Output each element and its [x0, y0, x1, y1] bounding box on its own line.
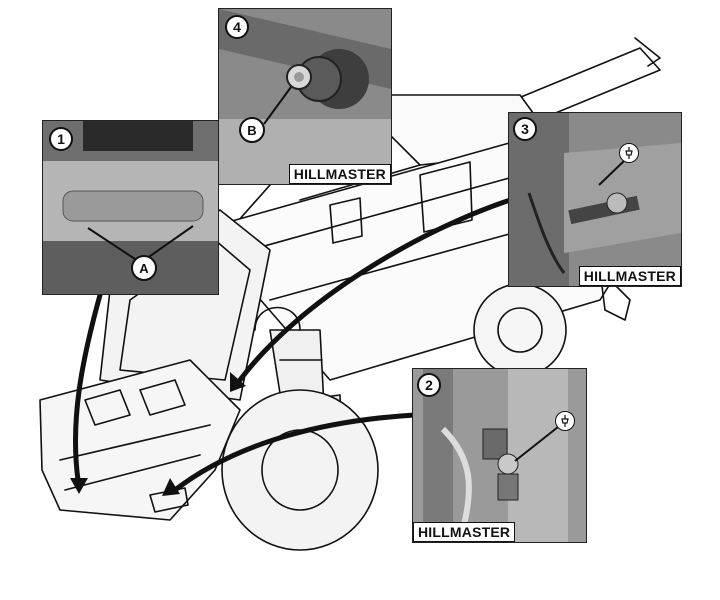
- hillmaster-label: HILLMASTER: [578, 266, 681, 286]
- inset-3-photo-image: [509, 113, 681, 286]
- leader-line-1: [72, 292, 103, 483]
- leader-line-3: [237, 197, 513, 383]
- callout-a: A: [131, 255, 157, 281]
- inset-number-badge: 1: [49, 127, 73, 151]
- inset-photo-3: 3 HILLMASTER: [508, 112, 682, 287]
- grease-fitting-icon: [619, 143, 639, 163]
- inset-photo-1: 1 A: [42, 120, 219, 295]
- hillmaster-label: HILLMASTER: [288, 164, 391, 184]
- inset-photo-4: 4 B HILLMASTER: [218, 8, 392, 185]
- hillmaster-label: HILLMASTER: [413, 522, 516, 542]
- inset-4-photo-image: [219, 9, 391, 184]
- inset-1-photo-image: [43, 121, 218, 294]
- grease-fitting-icon: [555, 411, 575, 431]
- inset-photo-2: 2 HILLMASTER: [412, 368, 587, 543]
- inset-2-photo-image: [413, 369, 586, 542]
- leader-line-2: [172, 412, 418, 493]
- callout-b: B: [239, 117, 265, 143]
- inset-number-badge: 4: [225, 15, 249, 39]
- inset-number-badge: 2: [417, 373, 441, 397]
- inset-number-badge: 3: [513, 117, 537, 141]
